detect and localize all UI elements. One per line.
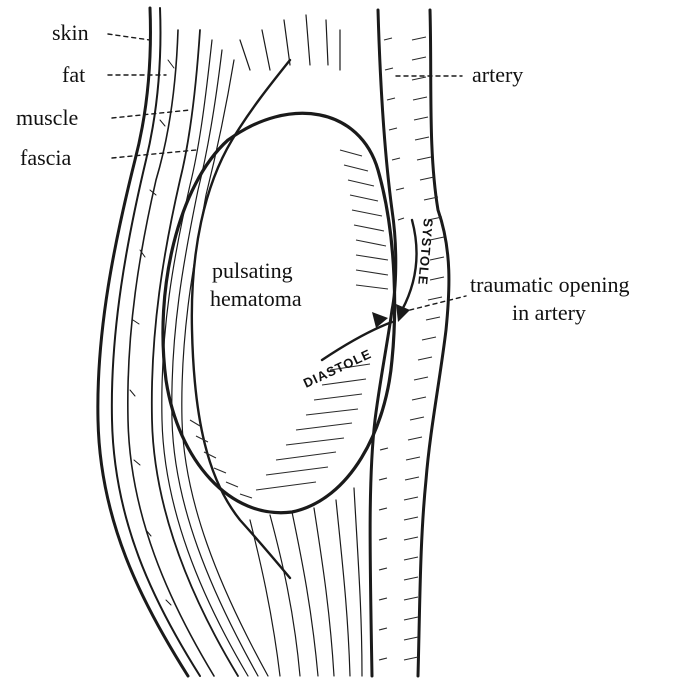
lower-fibers (249, 487, 363, 677)
label-hematoma-line2: hematoma (210, 286, 302, 311)
fascia-layer (190, 14, 341, 580)
hematoma-shading (189, 149, 389, 499)
artery (368, 8, 451, 678)
label-fat: fat (62, 62, 85, 87)
label-fascia: fascia (20, 145, 72, 170)
artery-wall-hatch (378, 36, 445, 661)
label-skin: skin (52, 20, 89, 45)
fat-layer (127, 29, 215, 677)
label-muscle: muscle (16, 105, 78, 130)
label-opening-line1: traumatic opening (470, 272, 629, 297)
label-opening-line2: in artery (512, 300, 586, 325)
systole-label: SYSTOLE (415, 218, 436, 287)
muscle-layer (150, 29, 269, 677)
systole-arrow (396, 218, 418, 322)
skin-layer (96, 6, 201, 678)
diastole-label: DIASTOLE (301, 346, 374, 391)
hematoma (161, 111, 397, 515)
leader-lines (107, 33, 467, 313)
diastole-arrow (320, 312, 394, 362)
label-hematoma-line1: pulsating (212, 258, 293, 283)
label-artery: artery (472, 62, 523, 87)
